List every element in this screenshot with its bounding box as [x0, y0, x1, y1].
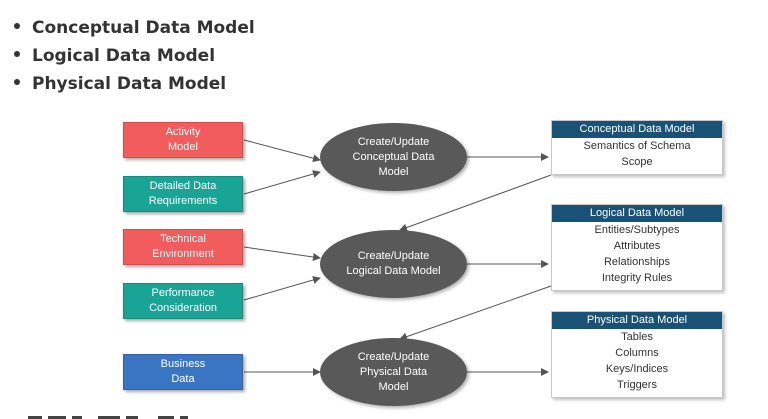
- output-logical-data-model: Logical Data Model Entities/Subtypes Att…: [551, 204, 723, 291]
- process-conceptual: Create/Update Conceptual Data Model: [320, 123, 467, 191]
- output-physical-data-model: Physical Data Model Tables Columns Keys/…: [551, 311, 723, 398]
- output-item: Attributes: [613, 240, 661, 252]
- output-header: Conceptual Data Model: [552, 121, 722, 138]
- output-header: Logical Data Model: [552, 205, 722, 222]
- output-header: Physical Data Model: [552, 312, 722, 329]
- output-item: Triggers: [617, 379, 657, 391]
- bullet-text: Conceptual Data Model: [32, 18, 255, 38]
- bullet-dot-icon: [14, 23, 20, 29]
- output-item: Keys/Indices: [605, 363, 669, 375]
- output-item: Columns: [615, 347, 659, 359]
- input-technical-environment: Technical Environment: [123, 229, 243, 265]
- arrow-technical-to-logical: [243, 246, 321, 261]
- bullet-item-physical: Physical Data Model: [14, 71, 226, 97]
- input-detailed-data-requirements: Detailed Data Requirements: [123, 176, 243, 212]
- output-item: Entities/Subtypes: [594, 224, 680, 236]
- arrow-performance-to-logical: [243, 276, 321, 301]
- bullet-text: Logical Data Model: [32, 46, 216, 66]
- arrow-logical-output-to-physical: [399, 285, 552, 341]
- bullet-item-logical: Logical Data Model: [14, 43, 215, 69]
- cutoff-text-marks: [28, 416, 188, 419]
- input-business-data: Business Data: [123, 354, 243, 390]
- bullet-text: Physical Data Model: [32, 74, 227, 94]
- input-performance-consideration: Performance Consideration: [123, 283, 243, 319]
- arrow-detailed-to-conceptual: [243, 170, 321, 195]
- arrow-activity-to-conceptual: [243, 139, 321, 163]
- output-item: Scope: [621, 156, 653, 168]
- bullet-dot-icon: [14, 79, 20, 85]
- input-activity-model: Activity Model: [123, 122, 243, 158]
- output-conceptual-data-model: Conceptual Data Model Semantics of Schem…: [551, 120, 723, 175]
- output-item: Integrity Rules: [601, 272, 673, 284]
- bullet-item-conceptual: Conceptual Data Model: [14, 15, 255, 41]
- arrow-conceptual-output-to-logical: [399, 174, 552, 232]
- output-item: Tables: [621, 331, 653, 343]
- bullet-dot-icon: [14, 51, 20, 57]
- cutoff-text-fragment: [28, 405, 248, 419]
- output-item: Relationships: [603, 256, 671, 268]
- output-item: Semantics of Schema: [583, 140, 691, 152]
- process-logical: Create/Update Logical Data Model: [320, 230, 467, 298]
- process-physical: Create/Update Physical Data Model: [320, 338, 467, 406]
